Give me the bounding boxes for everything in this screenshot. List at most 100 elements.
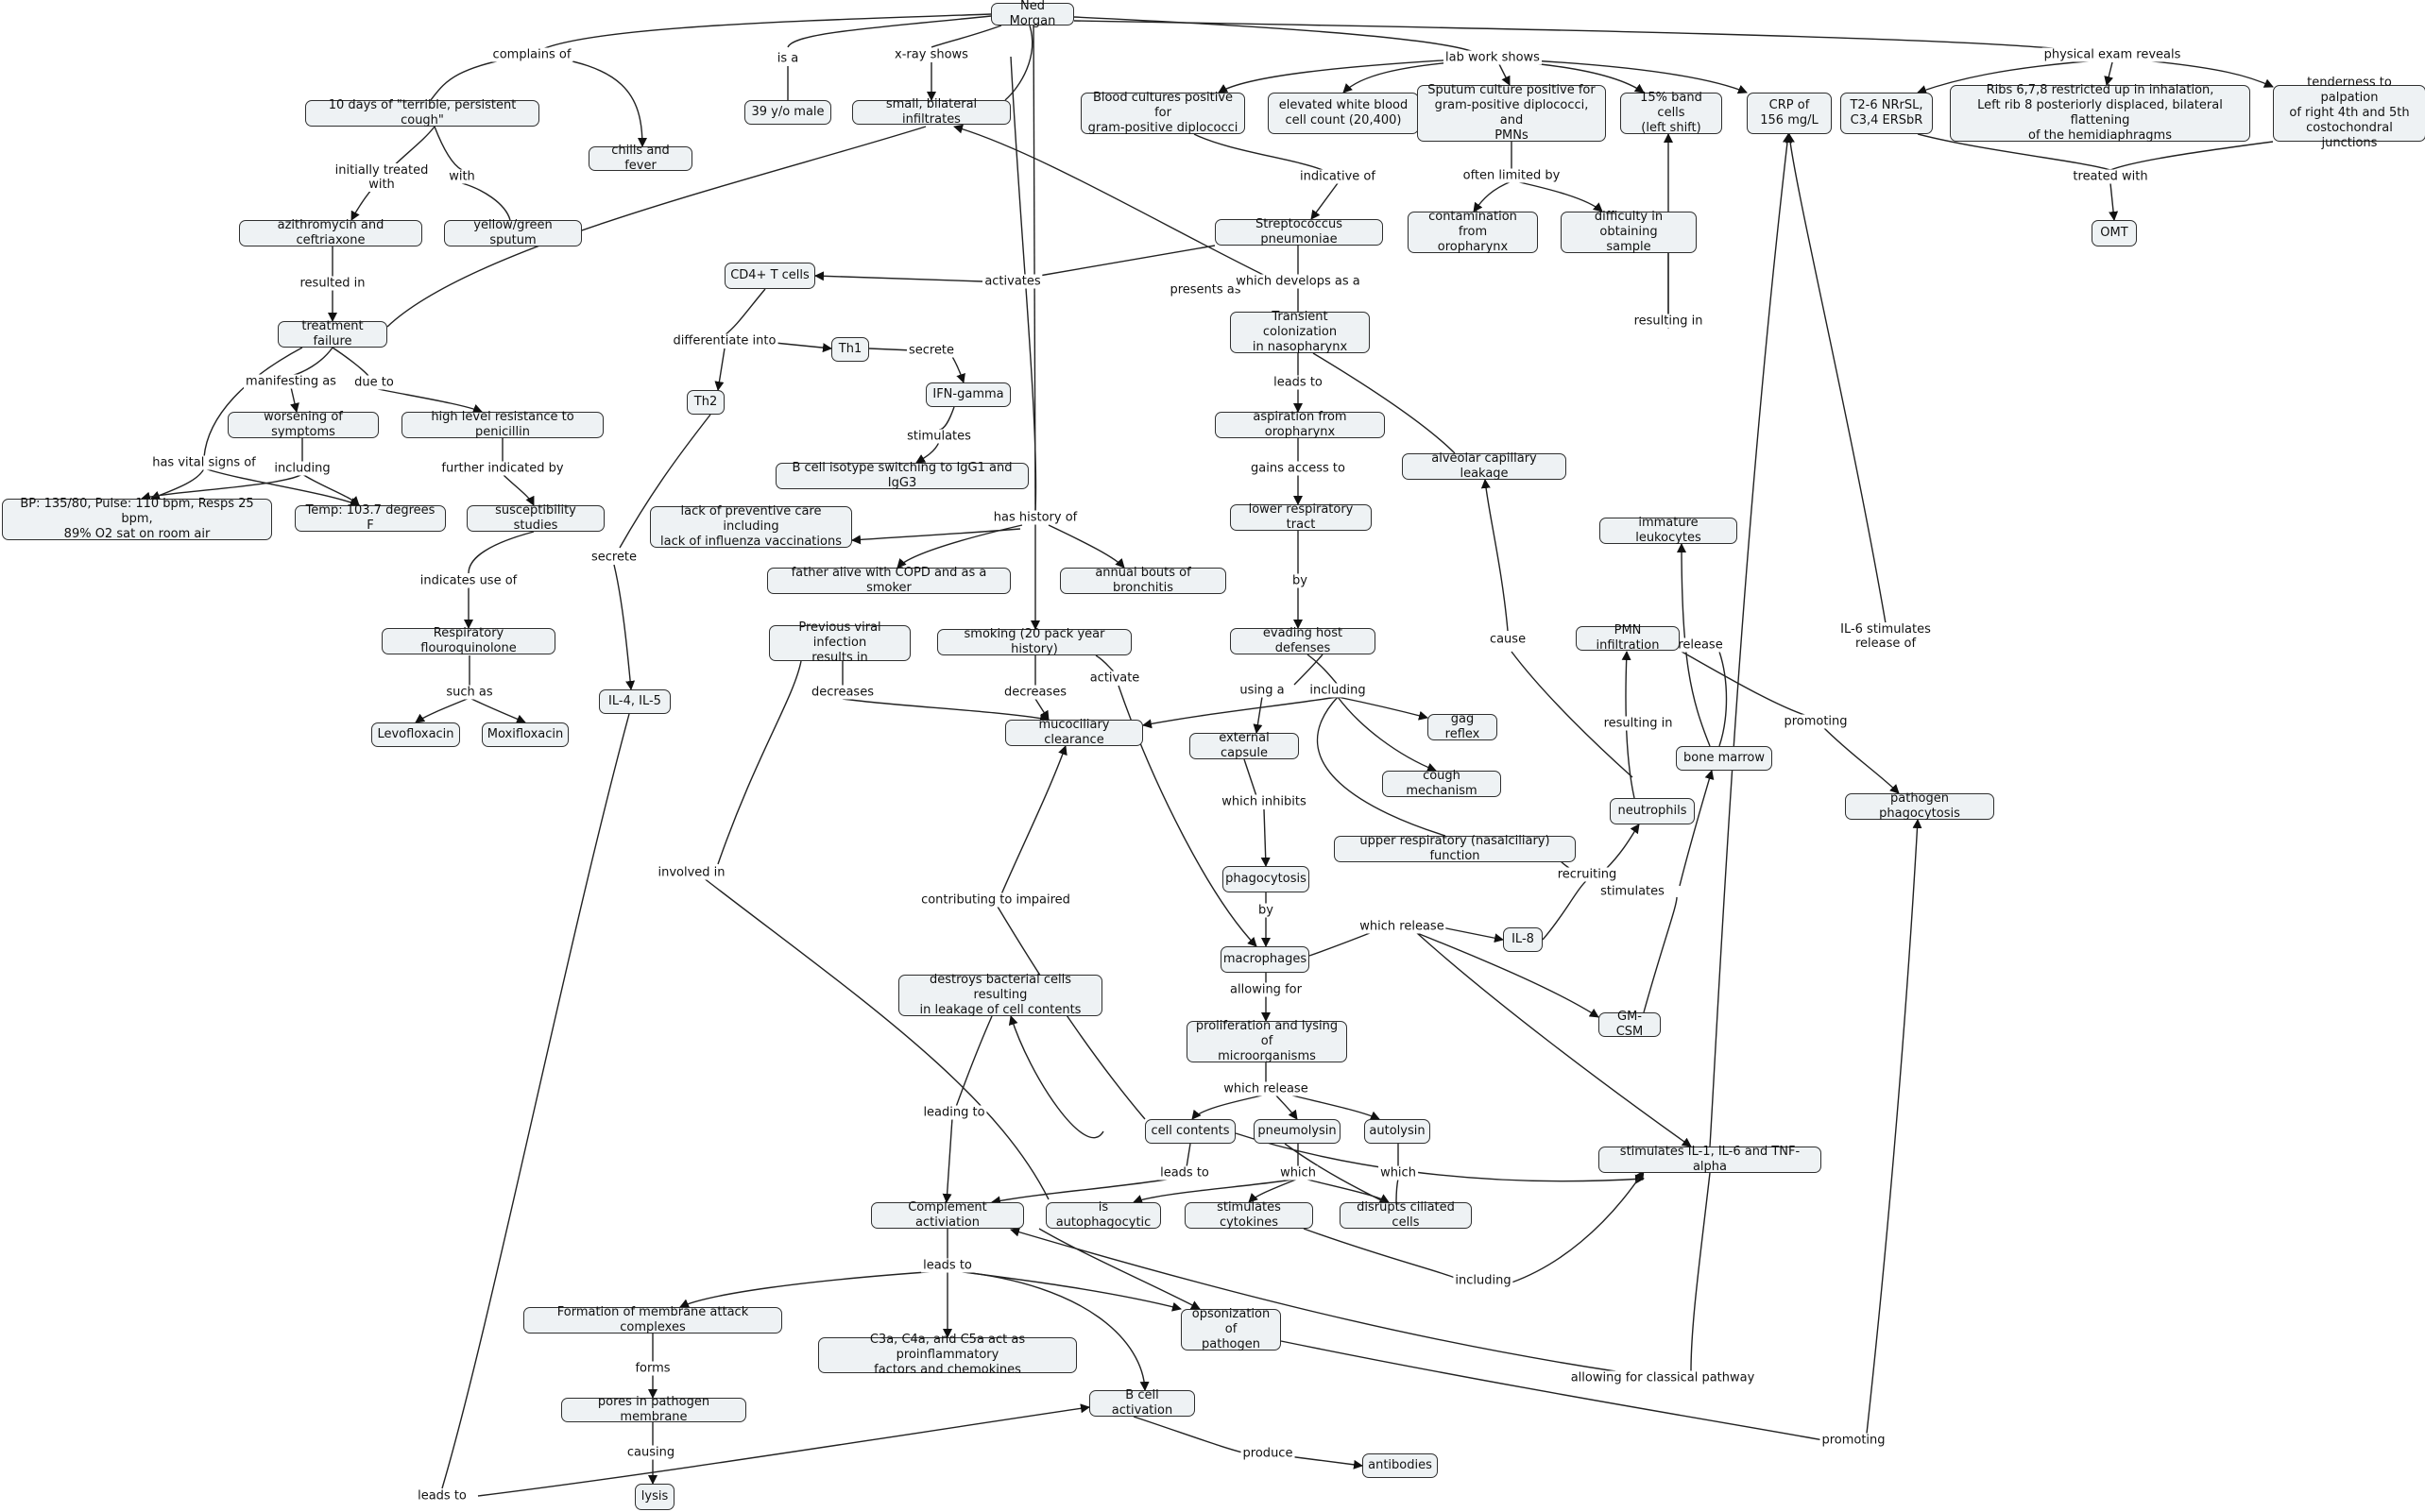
concept-node-th1[interactable]: Th1	[831, 337, 869, 362]
concept-node-c3a[interactable]: C3a, C4a, and C5a act as proinflammatory…	[818, 1333, 1077, 1377]
concept-node-bands[interactable]: 15% band cells (left shift)	[1620, 91, 1722, 135]
concept-node-pmninf[interactable]: PMN infiltration	[1576, 623, 1680, 653]
link-label-release1: release	[1676, 637, 1725, 653]
concept-node-transient[interactable]: Transient colonization in nasopharynx	[1230, 310, 1370, 354]
concept-node-lysis[interactable]: lysis	[635, 1484, 675, 1510]
concept-node-neutro[interactable]: neutrophils	[1610, 798, 1695, 824]
link-label-indicative: indicative of	[1298, 169, 1377, 184]
concept-node-fluoro[interactable]: Respiratory flouroquinolone	[382, 626, 555, 655]
concept-node-male39[interactable]: 39 y/o male	[744, 100, 831, 125]
concept-node-pores[interactable]: pores in pathogen membrane	[561, 1395, 746, 1424]
connector-line	[1008, 1015, 1104, 1139]
concept-node-ifng[interactable]: IFN-gamma	[926, 382, 1011, 407]
concept-node-stimcyto[interactable]: stimulates cytokines	[1185, 1200, 1313, 1230]
concept-node-il8[interactable]: IL-8	[1503, 927, 1543, 952]
concept-node-difficulty[interactable]: difficulty in obtaining sample	[1561, 210, 1697, 254]
connector-line	[1303, 1228, 1456, 1279]
concept-node-autolysin[interactable]: autolysin	[1364, 1119, 1430, 1144]
concept-node-stimil[interactable]: stimulates IL-1, IL-6 and TNF-alpha	[1598, 1145, 1821, 1174]
concept-node-suscept[interactable]: susceptibility studies	[467, 503, 605, 533]
concept-node-tender[interactable]: tenderness to palpation of right 4th and…	[2273, 76, 2425, 150]
concept-node-strep[interactable]: Streptococcus pneumoniae	[1215, 217, 1383, 246]
concept-node-azith[interactable]: azithromycin and ceftriaxone	[239, 218, 422, 247]
concept-node-opson[interactable]: opsonization of pathogen	[1181, 1307, 1281, 1351]
concept-node-viral[interactable]: Previous viral infection results in	[769, 620, 911, 665]
concept-node-worsening[interactable]: worsening of symptoms	[228, 410, 379, 439]
concept-node-treatfail[interactable]: treatment failure	[278, 319, 387, 348]
concept-node-crp[interactable]: CRP of 156 mg/L	[1747, 93, 1832, 134]
concept-node-smoking[interactable]: smoking (20 pack year history)	[937, 627, 1132, 656]
link-label-secrete1: secrete	[906, 343, 957, 358]
concept-node-father[interactable]: father alive with COPD and as a smoker	[767, 566, 1011, 595]
concept-node-sputum[interactable]: yellow/green sputum	[444, 218, 582, 247]
concept-node-lrt[interactable]: lower respiratory tract	[1230, 502, 1372, 532]
concept-node-upper[interactable]: upper respiratory (nasalciliary) functio…	[1334, 834, 1576, 863]
connector-line	[1520, 61, 1645, 93]
concept-node-bonemarrow[interactable]: bone marrow	[1676, 746, 1772, 771]
concept-node-th2[interactable]: Th2	[687, 390, 725, 415]
connector-line	[1473, 180, 1512, 212]
concept-node-chills[interactable]: chills and fever	[589, 144, 692, 173]
concept-node-bcell[interactable]: B cell activation	[1089, 1388, 1195, 1418]
connector-line	[141, 473, 303, 501]
concept-node-gag[interactable]: gag reflex	[1427, 712, 1497, 741]
connector-line	[1416, 932, 1692, 1147]
concept-node-bloodcult[interactable]: Blood cultures positive for gram-positiv…	[1081, 91, 1245, 135]
concept-node-complement[interactable]: Complement activiation	[871, 1200, 1024, 1230]
connector-line	[915, 441, 940, 464]
connector-line	[868, 348, 914, 351]
concept-node-destroys[interactable]: destroys bacterial cells resulting in le…	[898, 973, 1102, 1017]
connector-line	[931, 25, 1002, 48]
concept-node-phagpath[interactable]: pathogen phagocytosis	[1845, 791, 1994, 821]
connector-line	[1010, 1227, 1616, 1372]
link-label-by2: by	[1256, 903, 1275, 918]
concept-node-sputumcult[interactable]: Sputum culture positive for gram-positiv…	[1417, 83, 1606, 143]
concept-node-prolif[interactable]: proliferation and lysing of microorganis…	[1187, 1019, 1347, 1063]
concept-node-lackcare[interactable]: lack of preventive care including lack o…	[650, 504, 852, 549]
concept-node-macro[interactable]: macrophages	[1221, 946, 1309, 973]
connector-line	[1038, 1228, 1201, 1310]
concept-node-infiltrates[interactable]: small, bilateral infiltrates	[852, 97, 1011, 127]
link-label-indicatesuse: indicates use of	[418, 573, 520, 588]
connector-line	[1048, 524, 1125, 569]
connector-line	[290, 347, 333, 377]
concept-node-contam[interactable]: contamination from oropharynx	[1408, 210, 1538, 254]
concept-node-bp[interactable]: BP: 135/80, Pulse: 110 bpm, Resps 25 bpm…	[2, 497, 272, 541]
connector-line	[434, 126, 463, 171]
concept-node-penres[interactable]: high level resistance to penicillin	[401, 410, 604, 439]
concept-node-mucocil[interactable]: mucociliary clearance	[1005, 718, 1143, 747]
concept-node-evading[interactable]: evading host defenses	[1230, 626, 1375, 655]
concept-node-temp[interactable]: Temp: 103.7 degrees F	[295, 503, 446, 533]
concept-node-cd4[interactable]: CD4+ T cells	[725, 263, 815, 289]
connector-line	[1511, 1170, 1645, 1283]
connector-line	[1218, 58, 1475, 93]
concept-node-wbc[interactable]: elevated white blood cell count (20,400)	[1268, 93, 1419, 134]
concept-node-immature[interactable]: immature leukocytes	[1599, 516, 1737, 545]
connector-line	[1395, 1178, 1399, 1203]
connector-line	[955, 1015, 993, 1108]
concept-node-ribs[interactable]: Ribs 6,7,8 restricted up in inhalation, …	[1950, 83, 2250, 143]
concept-node-ned[interactable]: Ned Morgan	[991, 0, 1074, 28]
concept-node-gmcsm[interactable]: GM-CSM	[1598, 1010, 1661, 1039]
concept-node-il45[interactable]: IL-4, IL-5	[599, 689, 671, 714]
concept-node-levo[interactable]: Levofloxacin	[371, 722, 460, 747]
concept-node-phago[interactable]: phagocytosis	[1222, 866, 1309, 892]
concept-node-capsule[interactable]: external capsule	[1189, 731, 1299, 760]
concept-node-antibodies[interactable]: antibodies	[1362, 1453, 1438, 1478]
concept-node-cough10[interactable]: 10 days of "terrible, persistent cough"	[305, 98, 539, 127]
concept-node-isotype[interactable]: B cell isotype switching to IgG1 and IgG…	[776, 461, 1029, 490]
concept-node-omt[interactable]: OMT	[2092, 220, 2137, 246]
concept-node-cough[interactable]: cough mechanism	[1382, 769, 1501, 798]
concept-node-pneumolysin[interactable]: pneumolysin	[1254, 1119, 1341, 1144]
concept-node-t2[interactable]: T2-6 NRrSL, C3,4 ERSbR	[1840, 93, 1933, 134]
concept-node-bronchitis[interactable]: annual bouts of bronchitis	[1060, 566, 1226, 595]
concept-node-alveolar[interactable]: alveolar capillary leakage	[1402, 451, 1566, 481]
concept-node-disrupts[interactable]: disrupts ciliated cells	[1340, 1200, 1472, 1230]
concept-node-cellcont[interactable]: cell contents	[1145, 1119, 1236, 1144]
concept-node-autophago[interactable]: is autophagocytic	[1046, 1200, 1161, 1230]
concept-node-aspiration[interactable]: aspiration from oropharynx	[1215, 410, 1385, 439]
concept-node-mac[interactable]: Formation of membrane attack complexes	[523, 1305, 782, 1334]
connector-line	[531, 54, 647, 147]
connector-line	[1133, 1416, 1248, 1454]
concept-node-moxi[interactable]: Moxifloxacin	[482, 722, 569, 747]
